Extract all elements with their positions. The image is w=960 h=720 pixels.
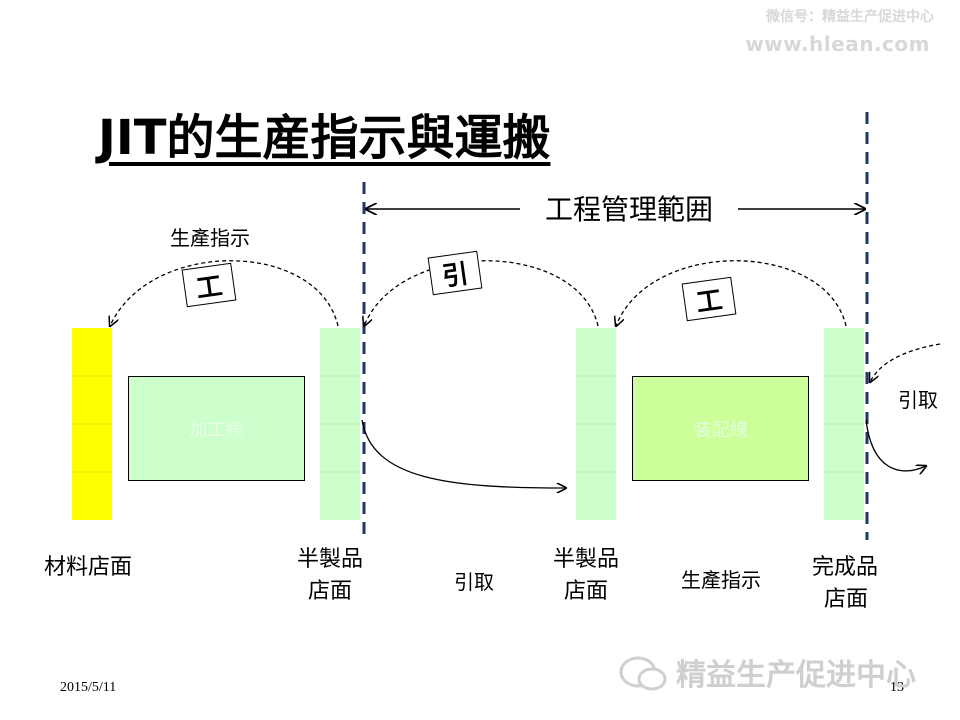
kanban-arrow-pickup-external — [870, 343, 941, 382]
pickup-label-right: 引取 — [898, 388, 938, 412]
kanban-card-pickup: 引 — [427, 250, 483, 296]
page-number: 13 — [890, 680, 904, 695]
watermark-url: www.hlean.com — [745, 32, 930, 56]
material-store — [72, 328, 112, 520]
page-title: JIT的生産指示與運搬 — [98, 110, 551, 166]
assembly-line-box: 装配線 — [632, 376, 809, 481]
semi-store-1 — [320, 328, 360, 520]
finished-store-label-line2: 店面 — [823, 587, 868, 612]
finished-store — [824, 328, 864, 520]
semi-store-2-label-line1: 半製品 — [552, 547, 619, 572]
semi-store-2 — [576, 328, 616, 520]
material-store-label: 材料店面 — [43, 555, 132, 580]
scope-label: 工程管理範囲 — [544, 193, 713, 226]
pickup-label-bottom: 引取 — [454, 570, 494, 594]
watermark-wechat: 微信号：精益生产促进中心 — [766, 9, 934, 25]
kanban-arrow-pickup-1 — [364, 260, 599, 326]
machining-line-box: 加工線 — [128, 376, 305, 481]
transport-arrow-semi — [361, 419, 566, 488]
semi-store-2-label-line2: 店面 — [563, 579, 608, 604]
kanban-arrow-production-2 — [616, 260, 847, 326]
kanban-card-production-2: 工 — [681, 276, 737, 322]
production-instruction-label: 生產指示 — [170, 226, 250, 250]
wechat-icon — [619, 656, 667, 691]
semi-store-1-label-line2: 店面 — [307, 579, 352, 604]
production-instruction-label-bottom: 生產指示 — [681, 568, 761, 592]
transport-arrow-finished — [865, 419, 926, 471]
watermark-bottom: 精益生产促进中心 — [676, 658, 916, 693]
semi-store-1-label-line1: 半製品 — [296, 547, 363, 572]
footer-date: 2015/5/11 — [60, 680, 117, 695]
kanban-card-production-1: 工 — [181, 262, 237, 308]
finished-store-label-line1: 完成品 — [811, 555, 878, 580]
kanban-arrow-production-1 — [110, 260, 339, 326]
